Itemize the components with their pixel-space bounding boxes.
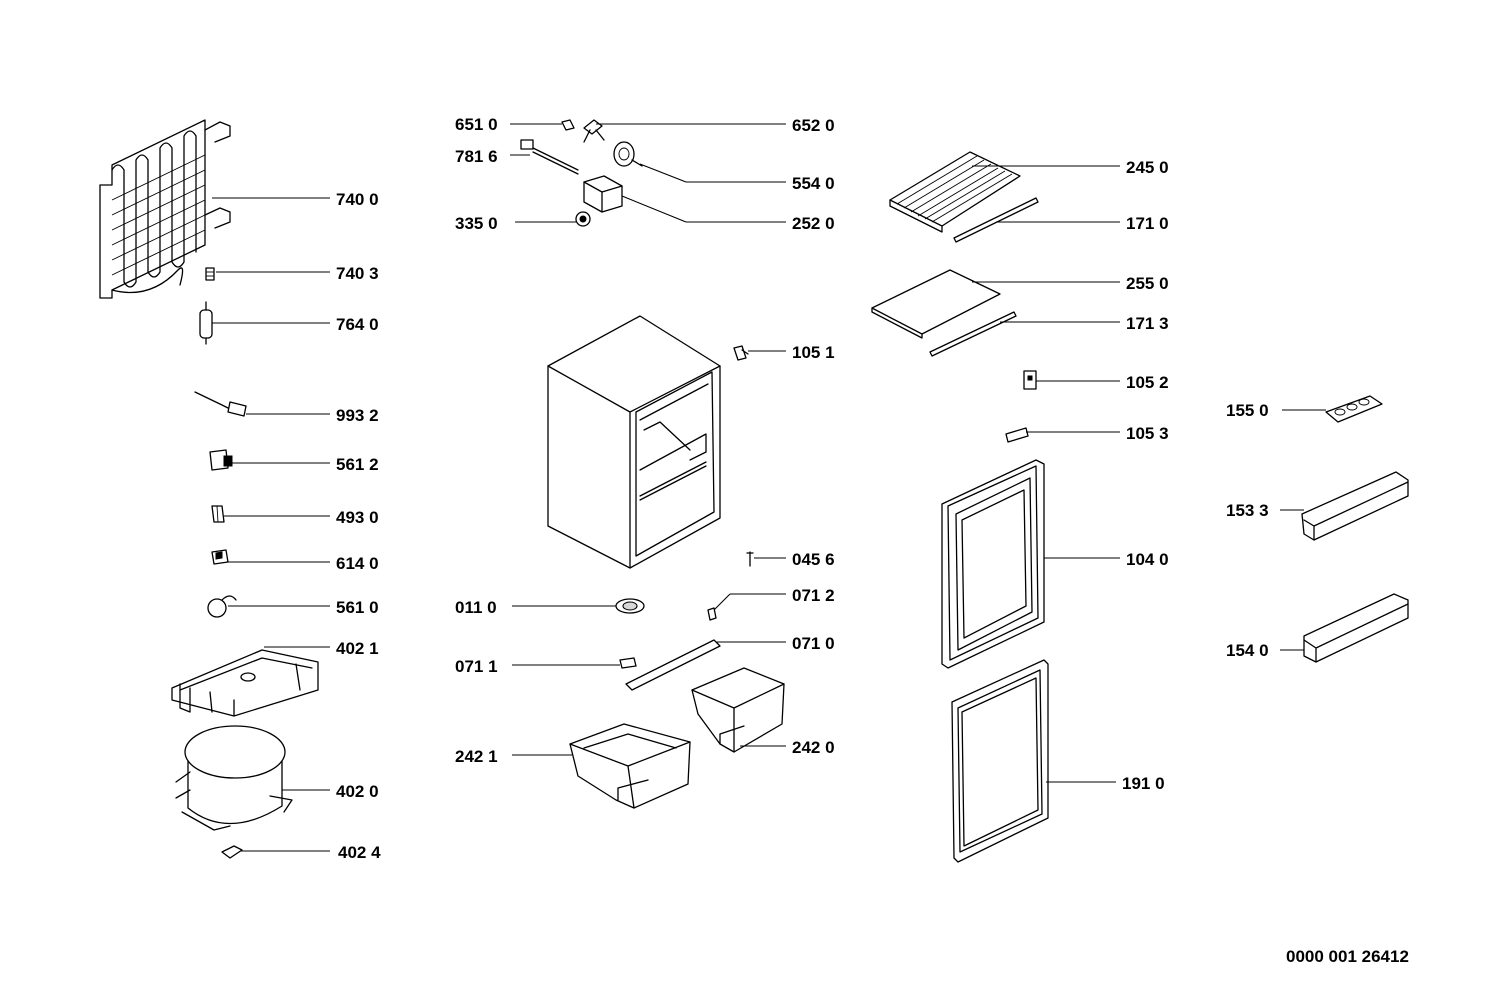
drain-plug-drawing — [615, 598, 645, 614]
part-label-011-0: 011 0 — [455, 598, 497, 617]
door-shelf-small-drawing — [1301, 471, 1409, 541]
thermostat-drawing — [583, 175, 623, 213]
support-rail-drawing — [625, 639, 721, 691]
part-label-105-2: 105 2 — [1126, 373, 1169, 392]
shelf-support-drawing — [619, 657, 637, 669]
part-label-154-0: 154 0 — [1226, 641, 1269, 660]
hinge-pin-drawing — [733, 345, 749, 361]
sensor-cable-drawing — [194, 391, 247, 417]
glass-shelf-drawing — [871, 269, 1001, 339]
lamp-switch-drawing — [583, 119, 605, 143]
part-label-402-0: 402 0 — [336, 782, 379, 801]
part-label-071-1: 071 1 — [455, 657, 498, 676]
part-label-153-3: 153 3 — [1226, 501, 1269, 520]
filter-drier-drawing — [205, 267, 215, 281]
part-label-651-0: 651 0 — [455, 115, 498, 134]
part-label-242-0: 242 0 — [792, 738, 835, 757]
shelf-trim-drawing — [953, 197, 1039, 243]
lamp-holder-drawing — [613, 141, 643, 167]
wire-shelf-drawing — [889, 151, 1021, 233]
part-label-071-2: 071 2 — [792, 586, 835, 605]
relay-drawing — [209, 449, 233, 471]
part-label-242-1: 242 1 — [455, 747, 498, 766]
part-label-561-0: 561 0 — [336, 598, 379, 617]
part-label-071-0: 071 0 — [792, 634, 835, 653]
screw-drawing — [746, 551, 754, 567]
part-label-554-0: 554 0 — [792, 174, 835, 193]
small-crisper-drawing — [691, 667, 785, 753]
part-label-781-6: 781 6 — [455, 147, 498, 166]
cabinet-drawing — [547, 315, 721, 569]
part-label-335-0: 335 0 — [455, 214, 498, 233]
part-label-993-2: 993 2 — [336, 406, 379, 425]
door-shelf-large-drawing — [1303, 593, 1409, 663]
compressor-tray-drawing — [171, 649, 319, 717]
part-label-614-0: 614 0 — [336, 554, 379, 573]
part-label-191-0: 191 0 — [1122, 774, 1165, 793]
knob-drawing — [575, 211, 591, 227]
clip-drawing — [211, 505, 225, 523]
condenser-drawing — [99, 119, 231, 299]
bracket-drawing — [1005, 427, 1029, 443]
door-drawing — [941, 459, 1045, 669]
part-label-740-3: 740 3 — [336, 264, 379, 283]
thermostat-knob-drawing — [561, 119, 575, 131]
part-label-171-0: 171 0 — [1126, 214, 1169, 233]
part-label-252-0: 252 0 — [792, 214, 835, 233]
capillary-filter-drawing — [199, 301, 213, 345]
part-label-402-1: 402 1 — [336, 639, 379, 658]
part-label-652-0: 652 0 — [792, 116, 835, 135]
grommet-clip-drawing — [221, 845, 243, 859]
hinge-drawing — [1023, 370, 1037, 390]
large-crisper-drawing — [569, 723, 691, 809]
part-label-105-1: 105 1 — [792, 343, 835, 362]
part-label-255-0: 255 0 — [1126, 274, 1169, 293]
part-label-561-2: 561 2 — [336, 455, 379, 474]
part-label-171-3: 171 3 — [1126, 314, 1169, 333]
part-label-045-6: 045 6 — [792, 550, 835, 569]
part-label-493-0: 493 0 — [336, 508, 379, 527]
starter-drawing — [207, 595, 237, 618]
drawing-number: 0000 001 26412 — [1286, 947, 1409, 966]
part-label-245-0: 245 0 — [1126, 158, 1169, 177]
part-label-105-3: 105 3 — [1126, 424, 1169, 443]
glass-shelf-trim-drawing — [929, 311, 1017, 357]
small-screw-drawing — [707, 607, 717, 621]
overload-protector-drawing — [211, 549, 229, 565]
door-gasket-drawing — [951, 659, 1049, 863]
part-label-402-4: 402 4 — [338, 843, 381, 862]
cable-harness-drawing — [520, 139, 579, 175]
part-label-155-0: 155 0 — [1226, 401, 1269, 420]
compressor-drawing — [175, 725, 293, 831]
part-label-764-0: 764 0 — [336, 315, 379, 334]
part-label-740-0: 740 0 — [336, 190, 379, 209]
egg-tray-drawing — [1325, 395, 1383, 423]
part-label-104-0: 104 0 — [1126, 550, 1169, 569]
